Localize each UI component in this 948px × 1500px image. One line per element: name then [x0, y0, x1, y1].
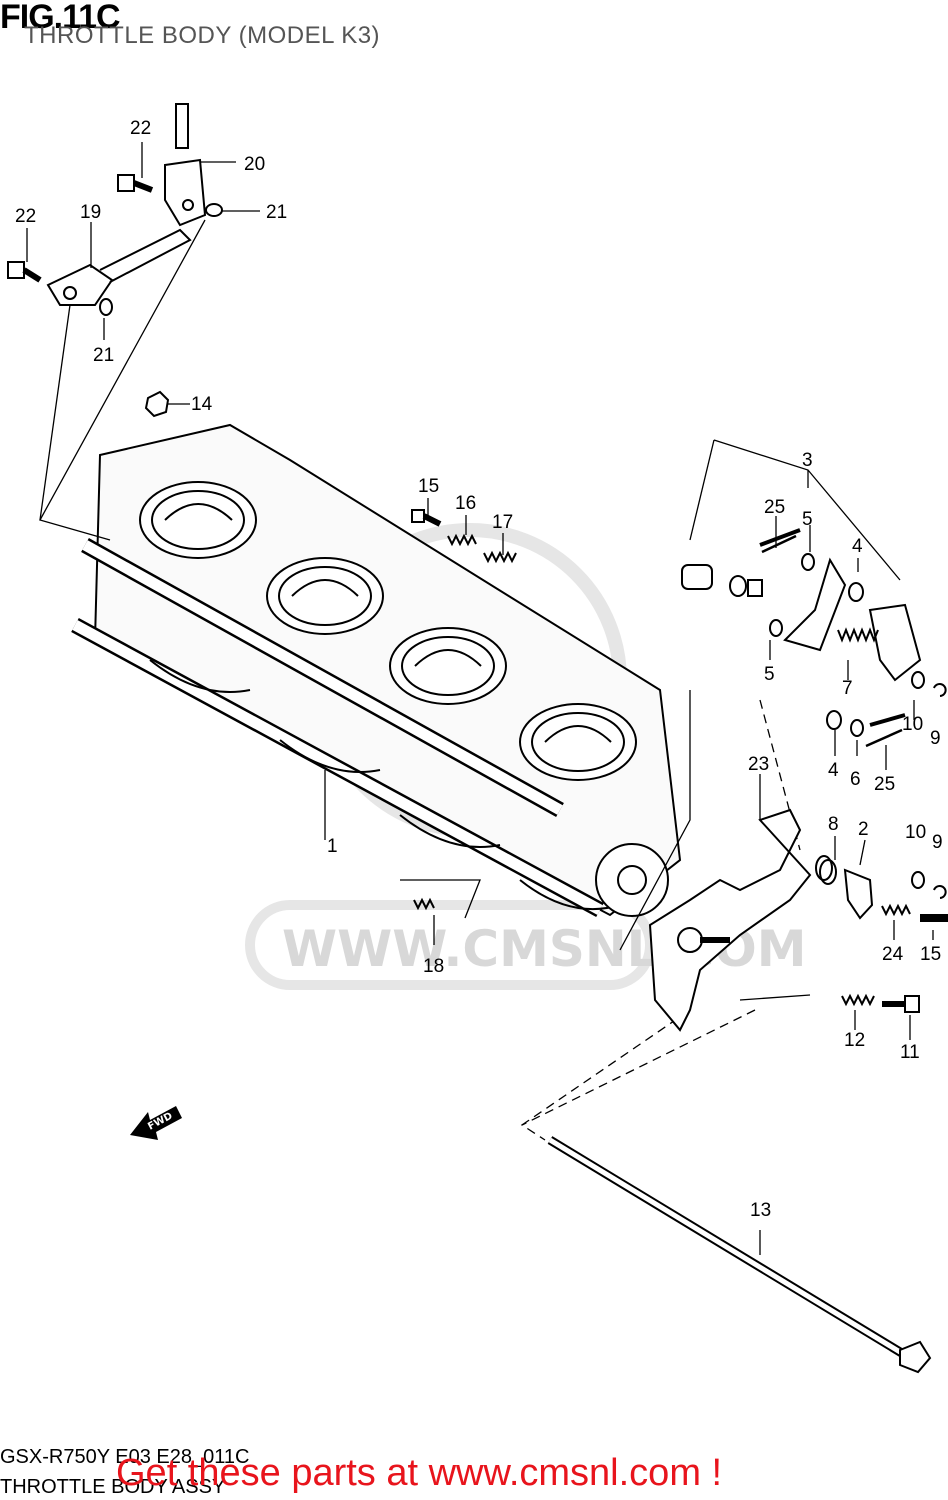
bracket-23: [648, 808, 812, 1032]
callout-10-upper: 10: [902, 714, 923, 735]
pins-25: [761, 534, 903, 748]
callout-9-lower: 9: [932, 832, 943, 853]
clips-9: [933, 683, 947, 899]
spring-8: [815, 855, 837, 885]
screw-11: [882, 995, 920, 1013]
callout-labels: 1 2 3 4 4 5 5 6 7 8 9 9 10 10 11 12 13 1…: [15, 118, 943, 1221]
callout-20: 20: [244, 154, 265, 175]
callout-25-lower: 25: [874, 774, 895, 795]
callout-11: 11: [900, 1042, 920, 1063]
callout-24: 24: [882, 944, 904, 965]
spring-18: [413, 897, 435, 911]
throttle-body-assembly: [71, 423, 682, 918]
o-ring-21-lower: [99, 298, 113, 316]
callout-4-lower: 4: [828, 760, 839, 781]
link-assembly-3: [681, 528, 922, 727]
callout-21-lower: 21: [93, 345, 114, 366]
callout-6: 6: [850, 769, 861, 790]
callout-22-lower: 22: [15, 206, 36, 227]
footer-part-name: THROTTLE BODY ASSY: [0, 1476, 226, 1498]
figure-subtitle: THROTTLE BODY (MODEL K3): [24, 22, 381, 49]
callout-7: 7: [842, 678, 853, 699]
callout-22-upper: 22: [130, 118, 151, 139]
leader-lines: [26, 142, 934, 1255]
callout-19: 19: [80, 202, 101, 223]
dashed-guide-lines: [520, 699, 801, 1141]
callout-1: 1: [327, 836, 338, 857]
callout-8: 8: [828, 814, 839, 835]
callout-16: 16: [455, 493, 476, 514]
callout-18: 18: [423, 956, 444, 977]
callout-14: 14: [191, 394, 213, 415]
callout-5-lower: 5: [764, 664, 775, 685]
callout-13: 13: [750, 1200, 771, 1221]
callout-15-left: 15: [418, 476, 439, 497]
get-parts-link[interactable]: Get these parts at www.cmsnl.com !: [116, 1452, 723, 1494]
secondary-throttle-sensor: [46, 228, 192, 306]
callout-4-upper: 4: [852, 536, 863, 557]
spring-12: [841, 993, 875, 1007]
callout-5-upper: 5: [802, 509, 813, 530]
long-bolt-13: [547, 1136, 932, 1374]
lever-2: [843, 868, 874, 920]
spring-7: [837, 627, 879, 643]
callout-3: 3: [802, 450, 813, 471]
callout-15-right: 15: [920, 944, 941, 965]
callout-23: 23: [748, 754, 769, 775]
spring-16: [447, 533, 477, 547]
throttle-position-sensor: [164, 103, 207, 227]
callout-9-upper: 9: [930, 728, 941, 749]
fwd-arrow-icon: FWD: [130, 1106, 182, 1140]
o-ring-21-upper: [205, 203, 223, 217]
screw-22-lower: [7, 261, 42, 283]
callout-21-upper: 21: [266, 202, 287, 223]
callout-12: 12: [844, 1030, 865, 1051]
callout-10-lower: 10: [905, 822, 926, 843]
callout-17: 17: [492, 512, 513, 533]
washers: [769, 553, 925, 889]
spring-17: [483, 550, 517, 564]
screw-22-upper: [117, 174, 154, 193]
callout-25-upper: 25: [764, 497, 785, 518]
footer-model-code: GSX-R750Y E03 E28_011C: [0, 1446, 250, 1468]
callout-2: 2: [858, 819, 869, 840]
nut-14: [144, 390, 170, 418]
figure-title: FIG.11C: [0, 0, 121, 36]
spring-24: [881, 903, 911, 917]
screw-15-left: [411, 509, 442, 527]
